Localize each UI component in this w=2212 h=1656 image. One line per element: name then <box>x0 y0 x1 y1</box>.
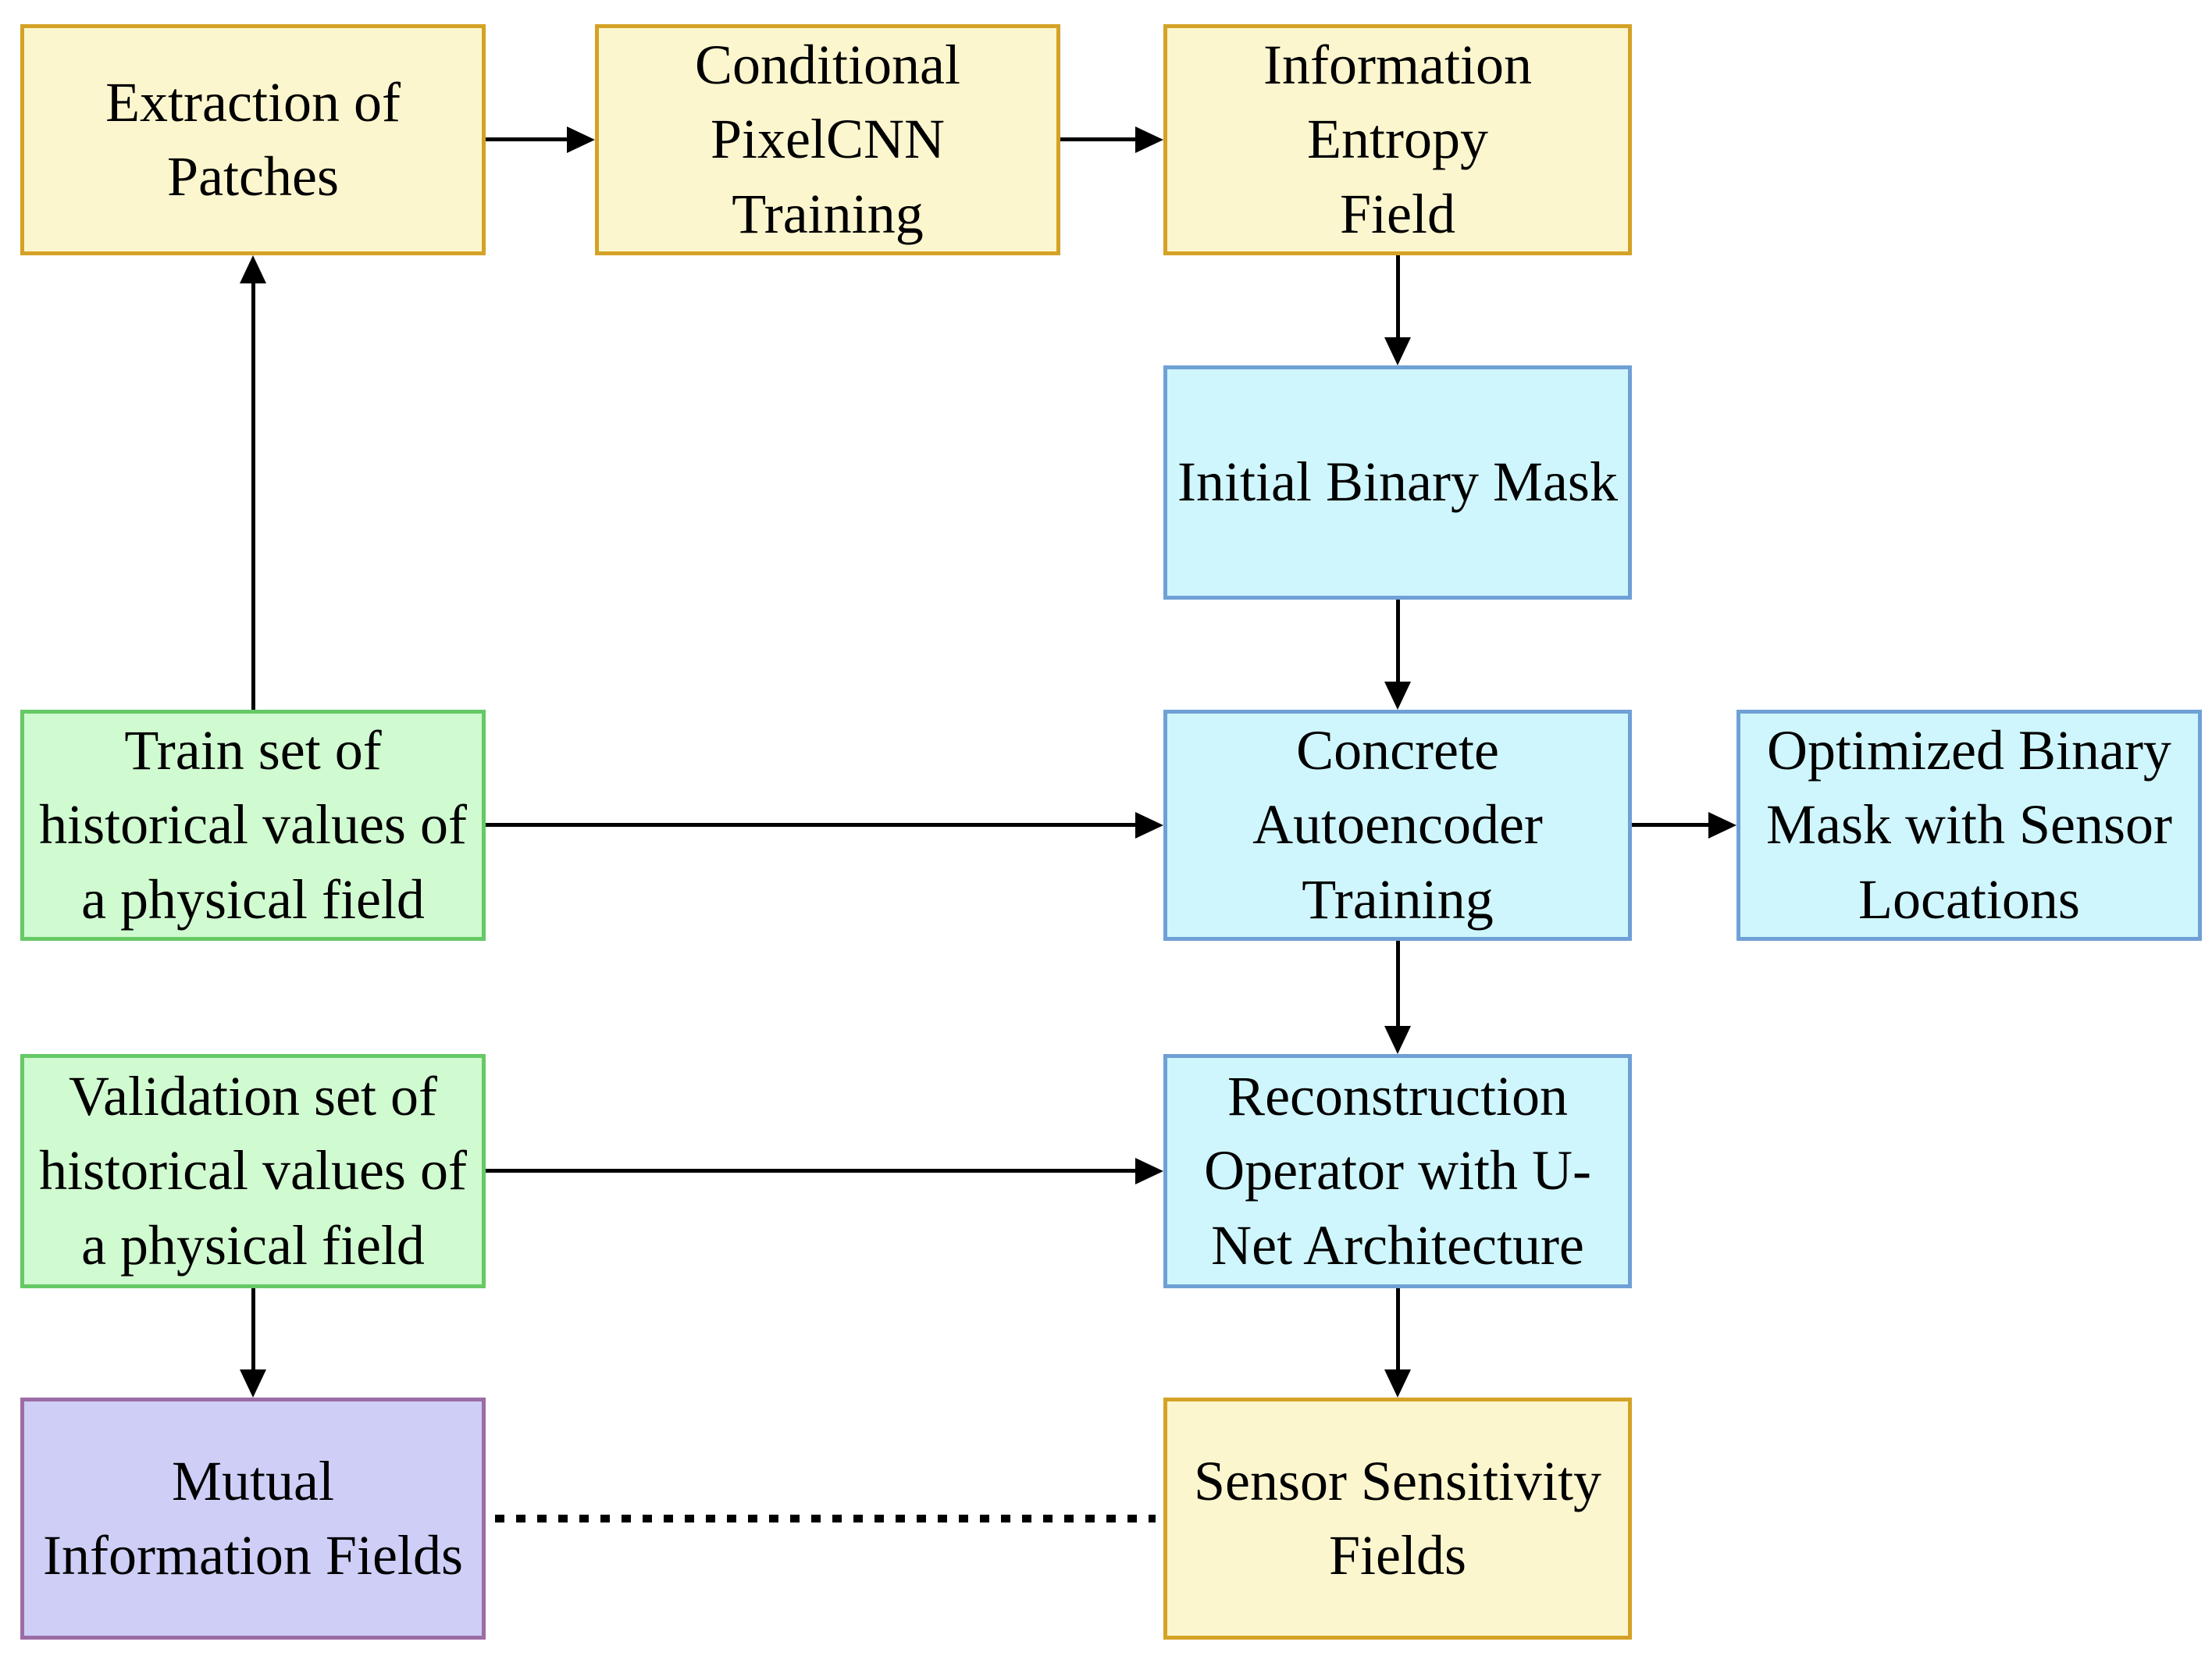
node-label: Conditional PixelCNN Training <box>695 34 960 245</box>
node-extraction-of-patches: Extraction of Patches <box>20 24 486 255</box>
arrowhead-right-icon <box>1135 126 1163 153</box>
arrow-shaft <box>486 1169 1137 1173</box>
arrow-shaft <box>486 137 568 141</box>
node-label: Extraction of Patches <box>105 70 401 208</box>
arrowhead-down-icon <box>1384 337 1411 365</box>
node-label: Information Entropy Field <box>1263 34 1532 245</box>
node-information-entropy-field: Information Entropy Field <box>1163 24 1632 255</box>
arrow-shaft <box>1632 823 1710 827</box>
arrow-shaft <box>1396 600 1400 683</box>
node-label: Reconstruction Operator with U- Net Arch… <box>1204 1065 1591 1277</box>
dotted-line <box>495 1515 1156 1522</box>
arrow-shaft <box>251 1288 255 1371</box>
node-train-set: Train set of historical values of a phys… <box>20 710 486 941</box>
arrowhead-right-icon <box>1135 812 1163 839</box>
arrowhead-up-icon <box>240 255 266 283</box>
node-reconstruction-operator-unet: Reconstruction Operator with U- Net Arch… <box>1163 1054 1632 1288</box>
arrowhead-down-icon <box>1384 1026 1411 1054</box>
arrow-shaft <box>1396 1288 1400 1371</box>
arrowhead-down-icon <box>240 1369 266 1398</box>
arrowhead-right-icon <box>567 126 595 153</box>
node-optimized-binary-mask: Optimized Binary Mask with Sensor Locati… <box>1736 710 2202 941</box>
arrow-shaft <box>1396 255 1400 339</box>
arrowhead-down-icon <box>1384 1369 1411 1398</box>
node-initial-binary-mask: Initial Binary Mask <box>1163 365 1632 600</box>
node-label: Initial Binary Mask <box>1177 451 1618 514</box>
arrow-shaft <box>1396 941 1400 1027</box>
arrowhead-right-icon <box>1135 1158 1163 1184</box>
node-label: Sensor Sensitivity Fields <box>1193 1449 1602 1587</box>
node-sensor-sensitivity-fields: Sensor Sensitivity Fields <box>1163 1398 1632 1640</box>
arrowhead-right-icon <box>1708 812 1736 839</box>
node-label: Concrete Autoencoder Training <box>1252 719 1543 931</box>
arrow-shaft <box>486 823 1137 827</box>
node-mutual-information-fields: Mutual Information Fields <box>20 1398 486 1640</box>
node-conditional-pixelcnn-training: Conditional PixelCNN Training <box>595 24 1060 255</box>
arrow-shaft <box>251 282 255 710</box>
arrowhead-down-icon <box>1384 682 1411 710</box>
arrow-shaft <box>1060 137 1137 141</box>
node-label: Validation set of historical values of a… <box>39 1065 467 1277</box>
node-label: Optimized Binary Mask with Sensor Locati… <box>1766 719 2172 931</box>
node-label: Mutual Information Fields <box>43 1449 463 1587</box>
node-validation-set: Validation set of historical values of a… <box>20 1054 486 1288</box>
node-label: Train set of historical values of a phys… <box>39 719 467 931</box>
node-concrete-autoencoder-training: Concrete Autoencoder Training <box>1163 710 1632 941</box>
